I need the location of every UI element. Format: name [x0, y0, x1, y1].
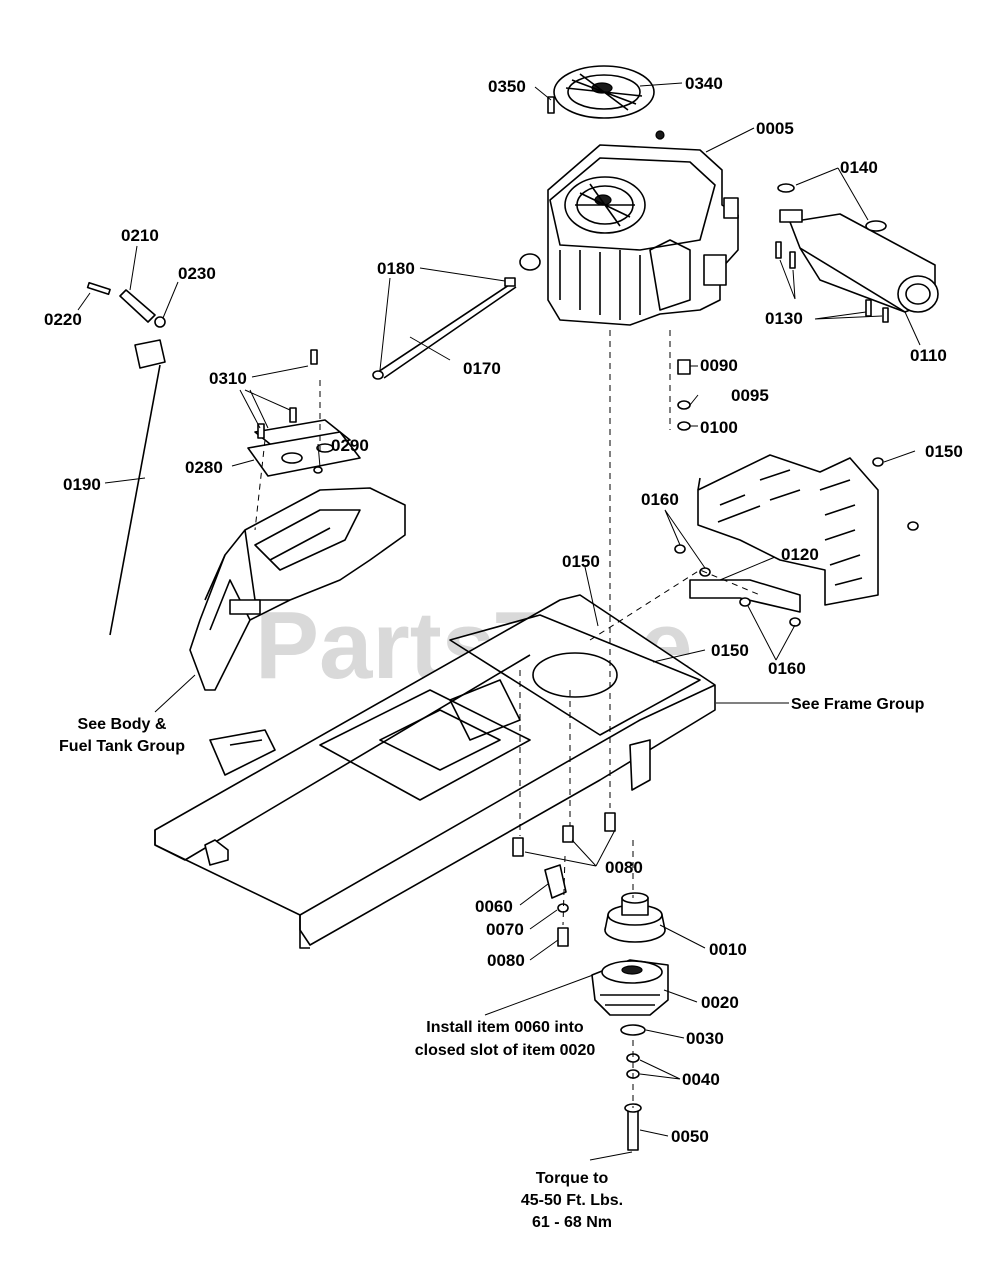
callout-0060: 0060 [475, 897, 513, 916]
callout-0050: 0050 [671, 1127, 709, 1146]
note-see-body-line2: Fuel Tank Group [59, 738, 185, 755]
note-torque-line3: 61 - 68 Nm [532, 1214, 612, 1231]
part-0110-muffler [779, 209, 939, 313]
callout-0180: 0180 [377, 259, 415, 278]
callout-0095: 0095 [731, 386, 769, 405]
part-0160-nuts [674, 544, 801, 627]
callout-0340: 0340 [685, 74, 723, 93]
callout-0070: 0070 [486, 920, 524, 939]
part-0010-pulley [604, 892, 666, 943]
callout-0290: 0290 [331, 436, 369, 455]
callout-0170: 0170 [463, 359, 501, 378]
callout-0150-top: 0150 [562, 552, 600, 571]
callout-0090: 0090 [700, 356, 738, 375]
callout-0280: 0280 [185, 458, 223, 477]
part-0120-heat-shield [689, 454, 879, 613]
leader-lines [77, 82, 921, 1161]
part-0170-dipstick-tube [372, 277, 517, 380]
notes: See Frame Group See Body & Fuel Tank Gro… [59, 696, 925, 1231]
note-install-line2: closed slot of item 0020 [415, 1042, 596, 1059]
callout-0210: 0210 [121, 226, 159, 245]
callout-0160-top: 0160 [641, 490, 679, 509]
callout-0190: 0190 [63, 475, 101, 494]
callout-0130: 0130 [765, 309, 803, 328]
callout-0100: 0100 [700, 418, 738, 437]
callout-0150-right: 0150 [925, 442, 963, 461]
part-0090-0100-hardware [677, 359, 691, 431]
part-dash-body [189, 487, 406, 691]
callout-0230: 0230 [178, 264, 216, 283]
part-0020-clutch [591, 959, 669, 1016]
note-see-frame-group: See Frame Group [791, 696, 925, 713]
callout-0160-bottom: 0160 [768, 659, 806, 678]
part-0350-screw [547, 96, 555, 114]
callout-0110: 0110 [910, 346, 947, 365]
callout-0020: 0020 [701, 993, 739, 1012]
callout-labels: 0350 0340 0005 0140 0210 0230 0220 0180 … [44, 74, 963, 1146]
part-0080-bolts [512, 812, 616, 947]
callout-0005: 0005 [756, 119, 794, 138]
callout-0010: 0010 [709, 940, 747, 959]
note-torque-line2: 45-50 Ft. Lbs. [521, 1192, 623, 1209]
part-0140-gasket [777, 183, 887, 232]
note-see-body-line1: See Body & [78, 716, 167, 733]
part-0130-bolts [775, 241, 889, 323]
callout-0040: 0040 [682, 1070, 720, 1089]
part-0060-bracket [544, 864, 569, 913]
callout-0140: 0140 [840, 158, 878, 177]
callout-0080-lower: 0080 [487, 951, 525, 970]
callout-0150-mid: 0150 [711, 641, 749, 660]
part-0280-plate [247, 349, 361, 477]
part-0005-engine [519, 130, 739, 326]
part-0210-lever [86, 281, 166, 369]
note-install-line1: Install item 0060 into [426, 1019, 584, 1036]
callout-0080-upper: 0080 [605, 858, 643, 877]
part-0190-rod [109, 364, 161, 636]
part-0340-screen [553, 65, 655, 119]
callout-0030: 0030 [686, 1029, 724, 1048]
part-frame [154, 594, 716, 949]
note-torque-line1: Torque to [536, 1170, 609, 1187]
callout-0120: 0120 [781, 545, 819, 564]
callout-0310: 0310 [209, 369, 247, 388]
callout-0220: 0220 [44, 310, 82, 329]
callout-0350: 0350 [488, 77, 526, 96]
